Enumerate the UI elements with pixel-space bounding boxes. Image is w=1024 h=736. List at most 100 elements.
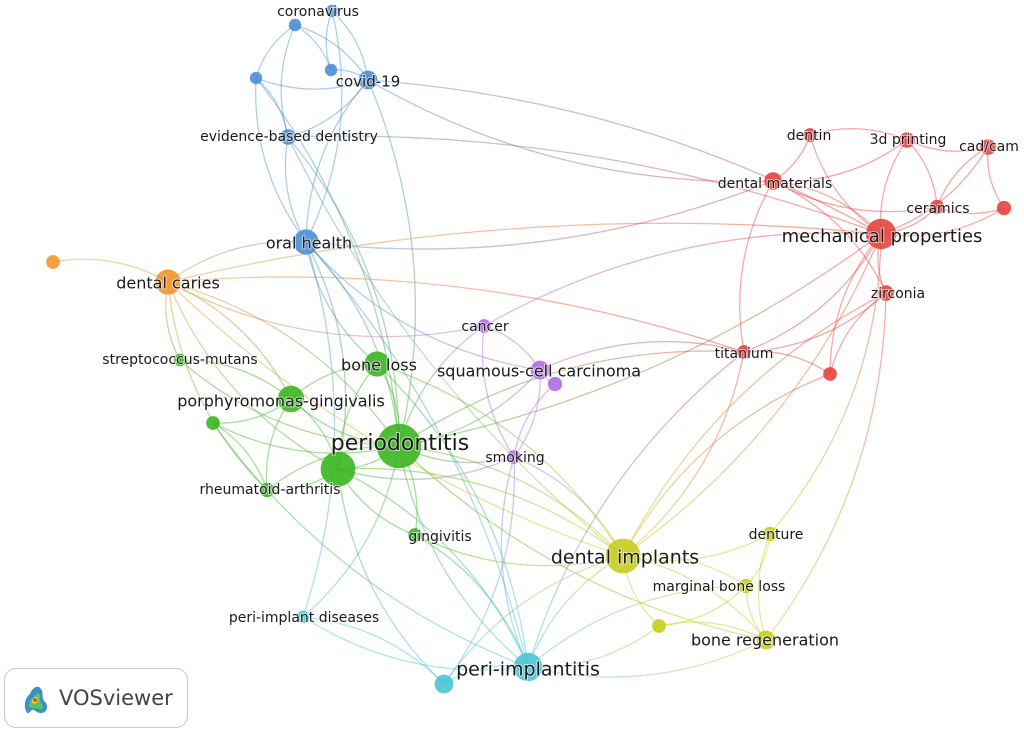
- node-periimplantitis[interactable]: [513, 652, 543, 682]
- node-orange_small[interactable]: [46, 255, 60, 269]
- edge-dentalcaries-titanium: [167, 276, 745, 353]
- edge-printing-ceramics: [906, 139, 938, 208]
- node-gingivitis[interactable]: [408, 528, 422, 542]
- node-dentin[interactable]: [803, 128, 817, 142]
- label-mechprops[interactable]: mechanical properties: [781, 225, 984, 248]
- node-g_small[interactable]: [206, 416, 220, 430]
- node-g_big2[interactable]: [320, 451, 356, 487]
- edge-covid19-mechprops: [367, 79, 882, 235]
- label-dentalcaries[interactable]: dental caries: [115, 273, 221, 294]
- node-dentalcaries[interactable]: [155, 269, 181, 295]
- node-b_top2[interactable]: [325, 4, 339, 18]
- label-covid19[interactable]: covid-19: [335, 72, 402, 92]
- node-scc[interactable]: [530, 360, 550, 380]
- node-p_small[interactable]: [547, 376, 563, 392]
- label-ebd[interactable]: evidence-based dentistry: [199, 128, 379, 146]
- label-cancer[interactable]: cancer: [460, 318, 509, 336]
- edge-coronavirus-b_small1: [255, 24, 296, 79]
- node-r_small2[interactable]: [823, 367, 837, 381]
- node-covid19[interactable]: [358, 70, 378, 90]
- node-r_small[interactable]: [996, 200, 1012, 216]
- label-coronavirus[interactable]: coronavirus: [276, 3, 360, 21]
- node-oralhealth[interactable]: [293, 229, 319, 255]
- label-periimplantdis[interactable]: peri-implant diseases: [228, 609, 380, 627]
- edge-g_big2-periimplantitis: [337, 468, 529, 668]
- node-c_small[interactable]: [434, 674, 454, 694]
- label-periodontitis[interactable]: periodontitis: [330, 430, 470, 457]
- edge-oralhealth-boneloss: [305, 241, 378, 365]
- node-strep[interactable]: [173, 353, 187, 367]
- edge-periimplantitis-boneregen: [527, 639, 767, 678]
- label-oralhealth[interactable]: oral health: [265, 233, 353, 254]
- label-dentalmaterials[interactable]: dental materials: [717, 175, 834, 193]
- label-periimplantitis[interactable]: peri-implantitis: [455, 658, 601, 682]
- node-y_small[interactable]: [652, 619, 666, 633]
- edge-cadcam-mechprops: [880, 146, 989, 235]
- edge-smoking-periimplantitis: [500, 456, 529, 668]
- edge-dentalcaries-periodontitis: [167, 281, 400, 447]
- edge-printing-cadcam: [906, 139, 989, 152]
- node-zirconia[interactable]: [878, 285, 894, 301]
- node-periodontitis[interactable]: [376, 423, 422, 469]
- edge-periimplantitis-y_small: [527, 625, 660, 668]
- node-dentalimplants[interactable]: [605, 538, 641, 574]
- label-pgingivalis[interactable]: porphyromonas-gingivalis: [176, 391, 386, 412]
- label-boneregen[interactable]: bone regeneration: [690, 630, 840, 651]
- edge-dentin-printing: [809, 127, 908, 141]
- edge-boneloss-dentalimplants: [376, 363, 624, 557]
- node-cancer[interactable]: [477, 319, 491, 333]
- node-ceramics[interactable]: [929, 199, 945, 215]
- edge-strep-pgingivalis: [179, 359, 292, 400]
- node-dentalmaterials[interactable]: [764, 172, 782, 190]
- node-b_small1[interactable]: [249, 71, 263, 85]
- edge-boneregen-zirconia: [765, 292, 887, 641]
- label-denture[interactable]: denture: [748, 526, 805, 544]
- edge-oralhealth-dentalcaries: [167, 240, 307, 283]
- node-marginalbone[interactable]: [738, 578, 754, 594]
- label-scc[interactable]: squamous-cell carcinoma: [436, 361, 642, 382]
- node-denture[interactable]: [762, 526, 778, 542]
- label-printing[interactable]: 3d printing: [869, 131, 948, 149]
- label-gingivitis[interactable]: gingivitis: [407, 528, 472, 546]
- edge-smoking-c_small: [443, 456, 516, 685]
- node-rheum[interactable]: [259, 482, 275, 498]
- edge-periodontitis-boneregen: [398, 445, 767, 641]
- edge-periimplantdis-oralhealth: [302, 241, 336, 618]
- edge-strep-periodontitis: [179, 359, 400, 447]
- edge-periodontitis-periimplantdis: [302, 445, 400, 618]
- node-cadcam[interactable]: [980, 139, 996, 155]
- node-boneregen[interactable]: [756, 630, 776, 650]
- label-ceramics[interactable]: ceramics: [905, 200, 970, 218]
- edge-covid19-periodontitis: [367, 79, 417, 447]
- node-coronavirus[interactable]: [288, 18, 302, 32]
- edge-zirconia-r_small2: [829, 292, 887, 375]
- edge-dentalcaries-rheum: [167, 281, 268, 491]
- edge-covid19-dentalmaterials: [367, 79, 774, 183]
- label-dentalimplants[interactable]: dental implants: [550, 546, 700, 570]
- node-mechprops[interactable]: [865, 218, 897, 250]
- node-smoking[interactable]: [507, 450, 521, 464]
- edge-b_small1-oralhealth: [255, 77, 307, 243]
- node-printing[interactable]: [899, 132, 915, 148]
- label-rheum[interactable]: rheumatoid-arthritis: [199, 481, 342, 499]
- edge-dentalimplants-denture: [622, 533, 771, 562]
- label-smoking[interactable]: smoking: [484, 449, 545, 467]
- node-titanium[interactable]: [737, 345, 751, 359]
- edge-periimplantitis-dentalimplants: [527, 555, 624, 668]
- label-titanium[interactable]: titanium: [714, 345, 775, 363]
- edge-dentalmaterials-titanium: [739, 180, 774, 353]
- label-dentin[interactable]: dentin: [786, 127, 833, 145]
- label-marginalbone[interactable]: marginal bone loss: [652, 578, 787, 596]
- node-ebd[interactable]: [280, 129, 296, 145]
- node-boneloss[interactable]: [364, 351, 390, 377]
- label-zirconia[interactable]: zirconia: [870, 285, 926, 303]
- label-cadcam[interactable]: cad/cam: [958, 138, 1020, 156]
- edge-periodontitis-dentalimplants: [398, 445, 624, 557]
- edge-periodontitis-titanium: [398, 350, 745, 447]
- node-pgingivalis[interactable]: [277, 385, 305, 413]
- label-boneloss[interactable]: bone loss: [340, 355, 418, 376]
- node-b_small2[interactable]: [324, 63, 338, 77]
- node-periimplantdis[interactable]: [296, 610, 310, 624]
- label-strep[interactable]: streptococcus-mutans: [101, 351, 258, 369]
- edge-cancer-smoking: [481, 325, 515, 458]
